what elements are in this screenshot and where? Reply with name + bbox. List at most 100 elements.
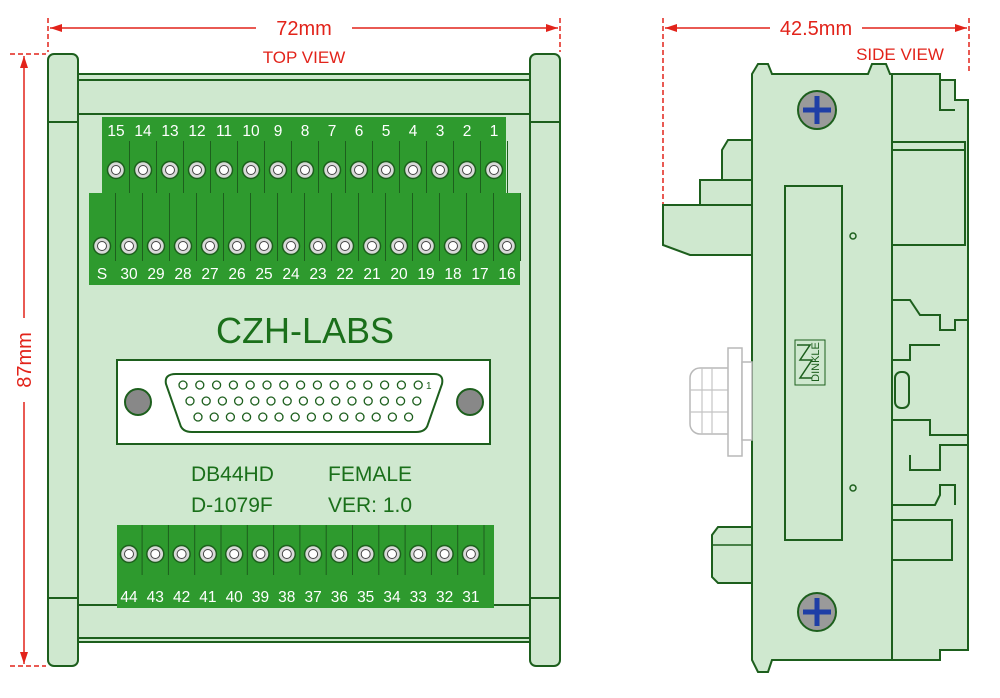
terminal-screw-lower <box>362 236 382 256</box>
terminal-screw-lower <box>146 236 166 256</box>
terminal-label: 12 <box>188 123 205 140</box>
terminal-screw-lower <box>173 236 193 256</box>
side-rail-latch-1 <box>892 299 968 331</box>
connector-pin <box>379 380 390 390</box>
rail-end-cap-right <box>529 53 561 667</box>
top-view-label: TOP VIEW <box>263 48 346 67</box>
terminal-screw-slot <box>111 165 121 175</box>
terminal-screw-slot <box>367 241 377 251</box>
terminal-screw-slot <box>387 549 397 559</box>
terminal-screw-slot <box>421 241 431 251</box>
terminal-label: 29 <box>147 266 164 283</box>
terminal-screw-bottom <box>172 544 191 564</box>
connector-pin <box>245 380 255 390</box>
terminal-screw-upper <box>349 160 369 180</box>
connector-pin <box>241 412 252 422</box>
terminal-label: 34 <box>383 589 401 606</box>
terminal-label: 37 <box>304 589 321 606</box>
bottom-terminal-label-strip <box>117 582 494 608</box>
connector-pin <box>195 380 205 390</box>
db44-connector: 1 <box>116 359 491 445</box>
model-line1-left: DB44HD <box>191 463 274 486</box>
terminal-screw-lower <box>389 236 409 256</box>
side-width-dimension-label: 42.5mm <box>780 18 852 40</box>
terminal-label: 38 <box>278 589 295 606</box>
terminal-label: 31 <box>462 589 479 606</box>
connector-pin1-label: 1 <box>426 381 432 392</box>
connector-pin <box>395 396 406 406</box>
terminal-label: 25 <box>255 266 272 283</box>
connector-pin <box>279 380 289 390</box>
terminal-label: 24 <box>282 266 300 283</box>
terminal-screw-lower <box>308 236 328 256</box>
side-width-arrow-left <box>665 24 677 32</box>
connector-pin <box>295 380 306 390</box>
terminal-screw-slot <box>462 165 472 175</box>
terminal-screw-slot <box>354 165 364 175</box>
side-connector-stub <box>741 361 753 441</box>
connector-pin <box>339 412 349 422</box>
terminal-label: 8 <box>301 123 310 140</box>
side-rail-slot <box>894 371 910 409</box>
terminal-label: 11 <box>216 123 232 140</box>
terminal-label: 35 <box>357 589 374 606</box>
terminal-label: 16 <box>498 266 515 283</box>
connector-pin <box>379 396 390 406</box>
terminal-screw-slot <box>327 165 337 175</box>
terminal-screw-slot <box>97 241 107 251</box>
side-dinkle-label: DINKLE <box>810 342 822 382</box>
top-view-dimensions: 72mm TOP VIEW 87mm <box>10 18 561 667</box>
terminal-screw-slot <box>138 165 148 175</box>
terminal-screw-bottom <box>146 544 165 564</box>
connector-pin <box>314 396 325 406</box>
terminal-screw-slot <box>475 241 485 251</box>
terminal-label: 10 <box>242 123 260 140</box>
terminal-screw-slot <box>202 549 213 559</box>
terminal-screw-lower <box>443 236 463 256</box>
terminal-label: 5 <box>382 123 391 140</box>
connector-pin <box>363 380 373 390</box>
terminal-screw-slot <box>219 165 229 175</box>
connector-pin <box>396 380 407 390</box>
side-view: 42.5mm SIDE VIEW DINKLE <box>662 18 970 673</box>
terminal-screw-slot <box>286 241 296 251</box>
model-line2-left: D-1079F <box>191 494 273 517</box>
terminal-label: 32 <box>436 589 453 606</box>
connector-pin <box>211 380 222 390</box>
terminal-screw-lower <box>281 236 301 256</box>
terminal-label: S <box>97 266 107 283</box>
height-arrow-bottom <box>20 652 28 664</box>
terminal-label: 41 <box>199 589 216 606</box>
terminal-screw-bottom <box>435 544 454 564</box>
terminal-screw-lower <box>416 236 436 256</box>
connector-pin <box>346 380 356 390</box>
connector-pin <box>329 380 339 390</box>
connector-pin <box>331 396 341 406</box>
terminal-label: 20 <box>390 266 408 283</box>
terminal-screw-lower <box>335 236 355 256</box>
terminal-screw-bottom <box>119 544 139 564</box>
connector-pin <box>262 380 272 390</box>
terminal-screw-bottom <box>409 544 428 564</box>
terminal-label: 9 <box>274 123 283 140</box>
terminal-screw-bottom <box>224 544 244 564</box>
terminal-screw-upper <box>187 160 207 180</box>
side-rail-clip <box>891 141 966 246</box>
terminal-screw-upper <box>106 160 126 180</box>
terminal-screw-lower <box>254 236 274 256</box>
terminal-screw-slot <box>448 241 458 251</box>
terminal-screw-lower <box>497 236 517 256</box>
model-line2-right: VER: 1.0 <box>328 494 412 517</box>
terminal-label: 4 <box>409 123 418 140</box>
connector-pin <box>347 396 357 406</box>
side-rail-latch-3 <box>892 419 969 471</box>
connector-pin <box>228 380 239 390</box>
terminal-screw-slot <box>408 165 418 175</box>
terminal-screw-slot <box>273 165 283 175</box>
connector-pin <box>193 412 203 422</box>
terminal-label: 6 <box>355 123 364 140</box>
terminal-screw-slot <box>150 549 161 559</box>
terminal-label: 7 <box>328 123 337 140</box>
terminal-label: 1 <box>490 123 499 140</box>
